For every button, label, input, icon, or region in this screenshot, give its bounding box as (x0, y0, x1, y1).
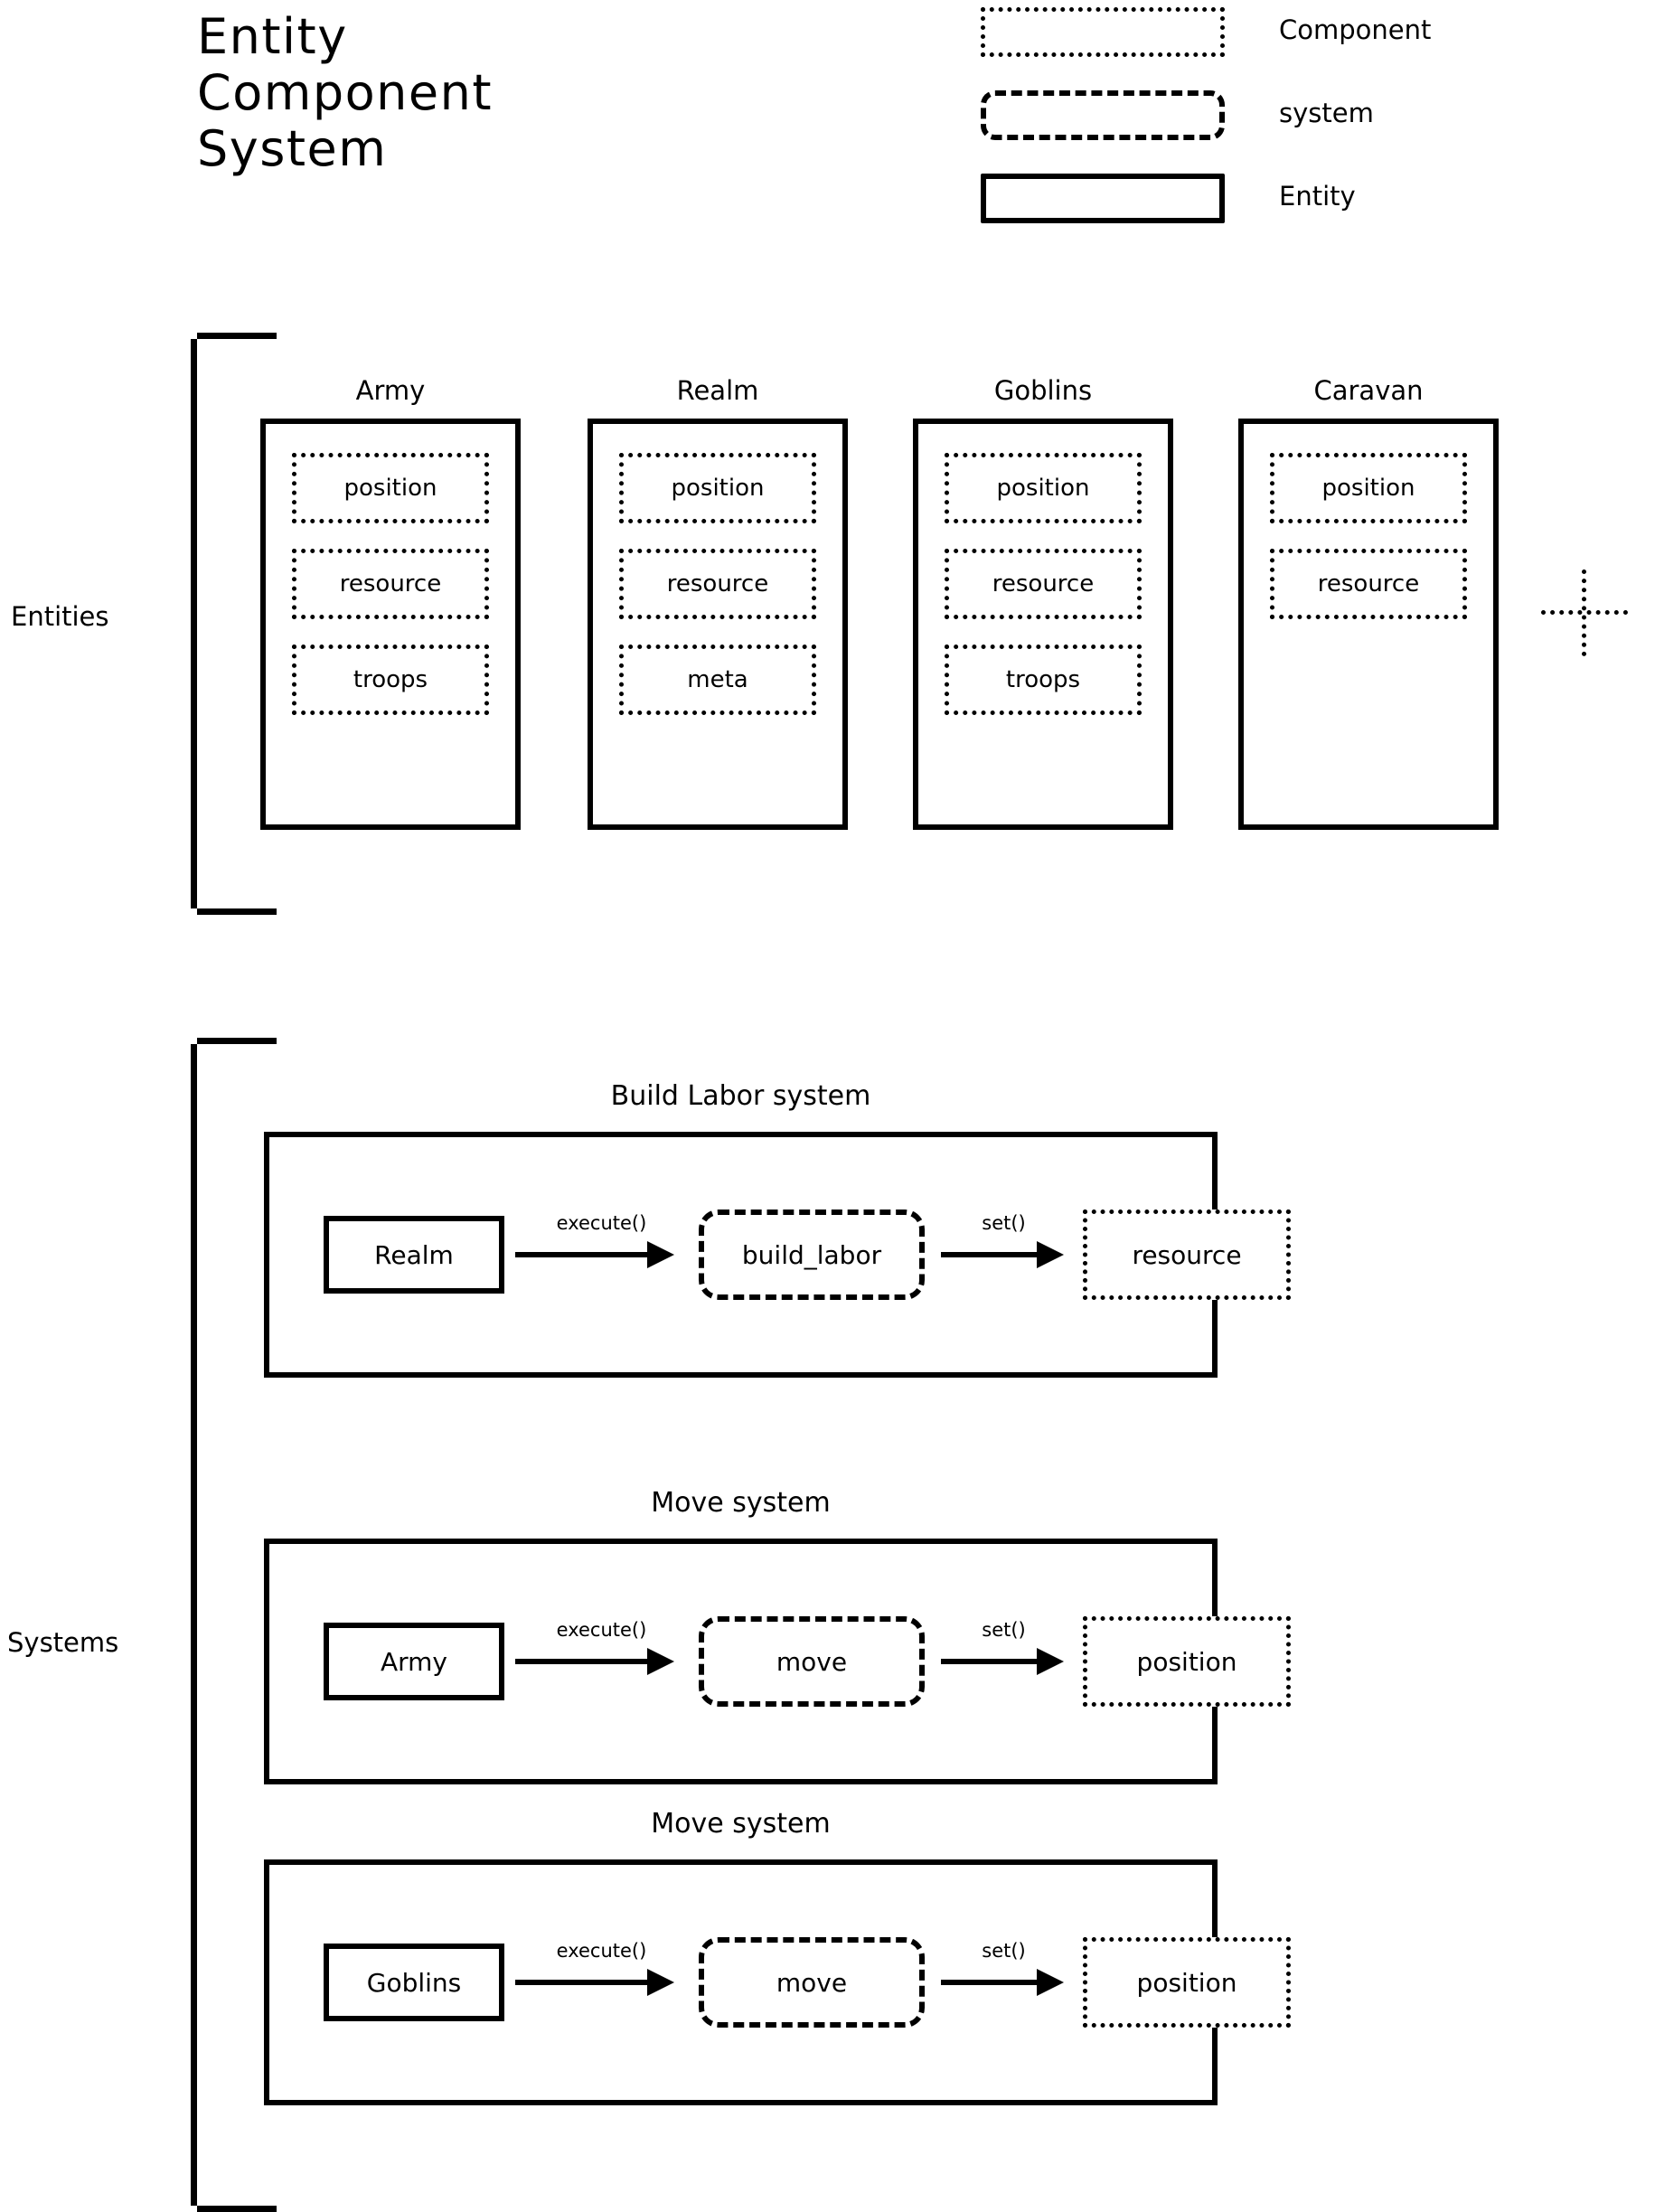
systems-bracket (191, 1038, 277, 2212)
component-chip: position (945, 453, 1142, 523)
flow-entity-box[interactable]: Goblins (324, 1944, 504, 2021)
system-group-move-army[interactable]: Move system Army execute() move set() po… (264, 1487, 1291, 1784)
component-chip: resource (945, 549, 1142, 619)
set-arrow: set() (925, 1619, 1083, 1700)
system-title: Move system (651, 1808, 831, 1840)
legend-item-entity: Entity (981, 174, 1541, 230)
arrow-line (941, 1659, 1040, 1664)
entity-title-army: Army (355, 375, 426, 406)
entities-bracket (191, 333, 277, 915)
entity-card-goblins[interactable]: Goblins position resource troops (913, 375, 1173, 830)
title-line-2: Component (197, 64, 494, 121)
flow-system-box[interactable]: build_labor (699, 1210, 925, 1300)
system-flow-box: Army execute() move set() position (264, 1539, 1291, 1784)
entity-box-caravan: position resource (1238, 419, 1499, 830)
entity-swatch-icon (981, 174, 1225, 223)
component-chip: position (292, 453, 489, 523)
flow-component-box[interactable]: position (1083, 1937, 1291, 2028)
system-flow-box: Realm execute() build_labor set() resour… (264, 1132, 1291, 1378)
legend-label-component: Component (1279, 14, 1432, 45)
flow-entity-box[interactable]: Army (324, 1623, 504, 1700)
system-title: Build Labor system (610, 1080, 871, 1112)
flow-system-box[interactable]: move (699, 1937, 925, 2028)
entity-title-goblins: Goblins (993, 375, 1093, 406)
entities-row: Army position resource troops Realm posi… (0, 0, 1655, 904)
component-chip: troops (292, 645, 489, 715)
arrow-head-icon (647, 1969, 674, 1996)
component-chip: position (619, 453, 816, 523)
entity-title-caravan: Caravan (1313, 375, 1424, 406)
arrow-line (515, 1252, 651, 1257)
entity-box-army: position resource troops (260, 419, 521, 830)
execute-arrow-label: execute() (556, 1212, 647, 1234)
arrow-head-icon (1037, 1969, 1064, 1996)
set-arrow-label: set() (982, 1212, 1026, 1234)
execute-arrow-label: execute() (556, 1940, 647, 1962)
systems-section-label: Systems (7, 1627, 119, 1658)
system-flow-box: Goblins execute() move set() position (264, 1859, 1291, 2105)
entity-box-goblins: position resource troops (913, 419, 1173, 830)
legend-item-component: Component (981, 7, 1541, 63)
legend-item-system: system (981, 90, 1541, 146)
system-group-build-labor[interactable]: Build Labor system Realm execute() build… (264, 1080, 1291, 1378)
legend-label-entity: Entity (1279, 181, 1356, 212)
plus-icon (1541, 569, 1628, 656)
arrow-line (515, 1659, 651, 1664)
legend: Component system Entity (981, 7, 1541, 257)
entity-card-army[interactable]: Army position resource troops (260, 375, 521, 830)
entity-card-caravan[interactable]: Caravan position resource (1238, 375, 1499, 830)
execute-arrow: execute() (504, 1940, 699, 2021)
title-line-1: Entity (197, 8, 348, 65)
system-title: Move system (651, 1487, 831, 1519)
flow-system-box[interactable]: move (699, 1616, 925, 1707)
system-swatch-icon (981, 90, 1225, 140)
flow-entity-box[interactable]: Realm (324, 1216, 504, 1294)
component-chip: troops (945, 645, 1142, 715)
flow-component-box[interactable]: resource (1083, 1210, 1291, 1300)
page-title: Entity Component System (197, 9, 493, 177)
set-arrow: set() (925, 1940, 1083, 2021)
arrow-head-icon (647, 1648, 674, 1675)
arrow-head-icon (647, 1241, 674, 1268)
legend-label-system: system (1279, 98, 1374, 128)
component-chip: meta (619, 645, 816, 715)
plus-icon-vertical (1582, 569, 1586, 656)
arrow-head-icon (1037, 1241, 1064, 1268)
entity-box-realm: position resource meta (588, 419, 848, 830)
flow-component-box[interactable]: position (1083, 1616, 1291, 1707)
component-chip: resource (1270, 549, 1467, 619)
arrow-line (941, 1980, 1040, 1985)
system-group-move-goblins[interactable]: Move system Goblins execute() move set()… (264, 1808, 1291, 2105)
component-chip: resource (619, 549, 816, 619)
component-swatch-icon (981, 7, 1225, 57)
entity-card-realm[interactable]: Realm position resource meta (588, 375, 848, 830)
execute-arrow: execute() (504, 1212, 699, 1294)
set-arrow: set() (925, 1212, 1083, 1294)
set-arrow-label: set() (982, 1619, 1026, 1641)
title-line-3: System (197, 120, 388, 177)
entities-section-label: Entities (11, 601, 109, 632)
arrow-line (941, 1252, 1040, 1257)
execute-arrow: execute() (504, 1619, 699, 1700)
set-arrow-label: set() (982, 1940, 1026, 1962)
component-chip: resource (292, 549, 489, 619)
arrow-line (515, 1980, 651, 1985)
arrow-head-icon (1037, 1648, 1064, 1675)
execute-arrow-label: execute() (556, 1619, 647, 1641)
component-chip: position (1270, 453, 1467, 523)
entity-title-realm: Realm (676, 375, 759, 406)
